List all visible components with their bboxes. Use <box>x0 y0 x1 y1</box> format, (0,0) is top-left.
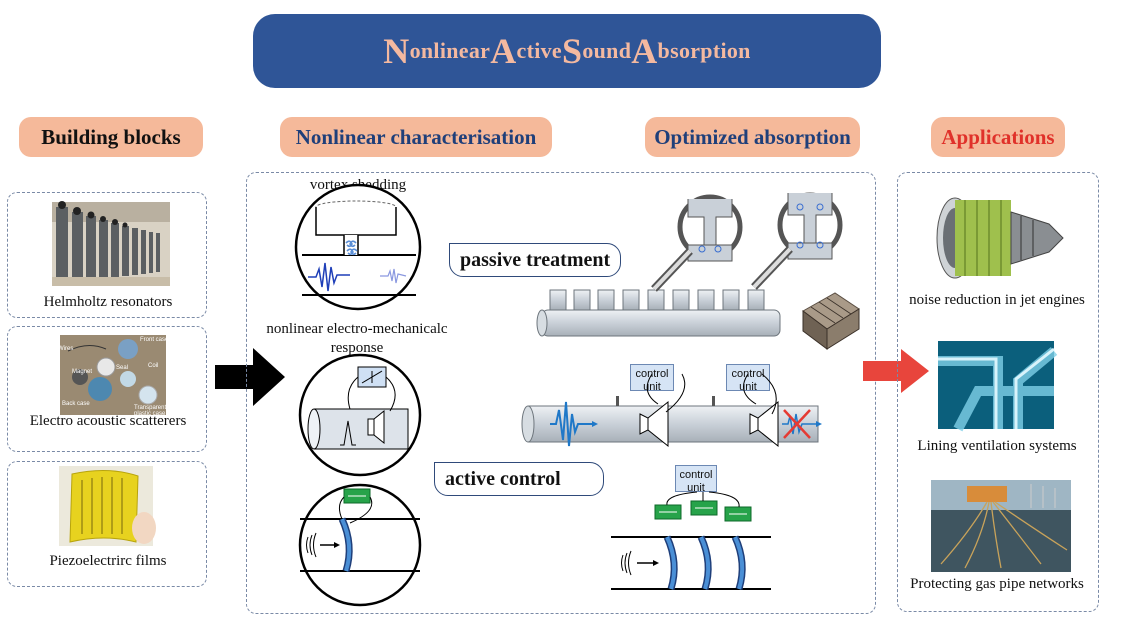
header-optimized: Optimized absorption <box>645 117 860 157</box>
header-building-blocks: Building blocks <box>19 117 203 157</box>
active-control-label: active control <box>434 462 604 496</box>
ventilation-ducts-photo <box>938 341 1058 432</box>
red-arrow-icon <box>863 349 929 393</box>
block-electroacoustic: Wires Front case Coil Seal Magnet Back c… <box>7 326 207 452</box>
active-pipe-diagram <box>521 373 822 448</box>
passive-pipe-diagram <box>536 289 781 337</box>
magnifier-orifice-icons <box>651 192 843 292</box>
header-applications: Applications <box>931 117 1065 157</box>
control-unit-2: control unit <box>726 364 770 393</box>
block-piezo: Piezoelectrirc films <box>7 461 207 587</box>
electro-mechanical-label: nonlinear electro-mechanicalc response <box>266 321 448 356</box>
control-unit-3: control unit <box>675 465 717 494</box>
offshore-pipes-photo <box>931 480 1071 572</box>
jet-engine-photo <box>936 197 1064 279</box>
gas-pipe-caption: Protecting gas pipe networks <box>910 576 1084 592</box>
piezo-caption: Piezoelectrirc films <box>49 553 167 569</box>
active-membranes-diagram <box>611 491 771 591</box>
helmholtz-caption: Helmholtz resonators <box>43 294 173 310</box>
passive-treatment-label: passive treatment <box>449 243 621 277</box>
middle-panel <box>246 172 876 614</box>
block-helmholtz: Helmholtz resonators <box>7 192 207 318</box>
helmholtz-resonators-photo <box>52 201 170 286</box>
header-characterisation: Nonlinear characterisation <box>280 117 552 157</box>
piezo-film-photo <box>59 466 156 546</box>
jet-engine-caption: noise reduction in jet engines <box>909 292 1085 308</box>
electroacoustic-caption: Electro acoustic scatterers <box>29 413 187 429</box>
active-membrane-diagram <box>298 483 422 607</box>
vortex-shedding-diagram <box>294 183 422 311</box>
electroacoustic-loudspeaker-photo <box>60 335 166 415</box>
ventilation-caption: Lining ventilation systems <box>917 438 1077 454</box>
control-unit-1: control unit <box>630 364 674 393</box>
electro-mechanical-diagram <box>298 353 422 477</box>
applications-panel <box>897 172 1099 612</box>
black-arrow-icon <box>215 348 285 406</box>
acoustic-liner-photo <box>797 287 863 357</box>
